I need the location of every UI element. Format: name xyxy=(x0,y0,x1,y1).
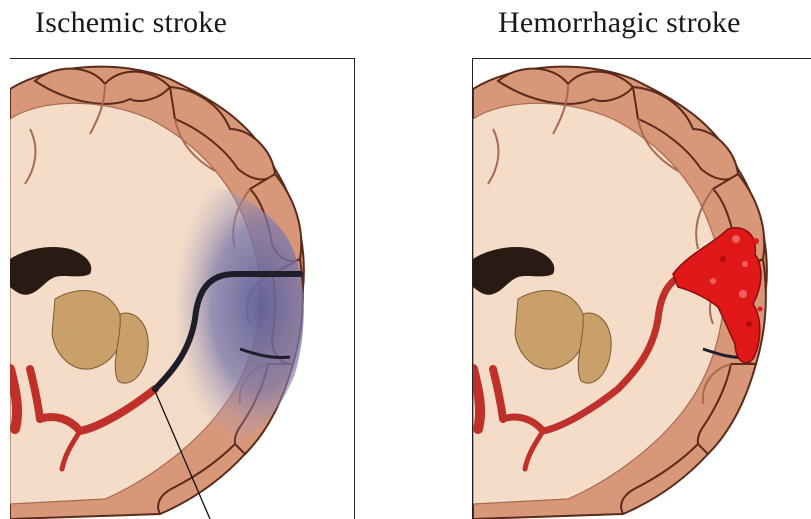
hemorrhagic-stroke-illustration xyxy=(472,58,811,519)
ischemic-stroke-title: Ischemic stroke xyxy=(35,6,227,40)
ischemic-stroke-illustration xyxy=(10,58,355,519)
hemorrhagic-stroke-title: Hemorrhagic stroke xyxy=(498,6,741,40)
